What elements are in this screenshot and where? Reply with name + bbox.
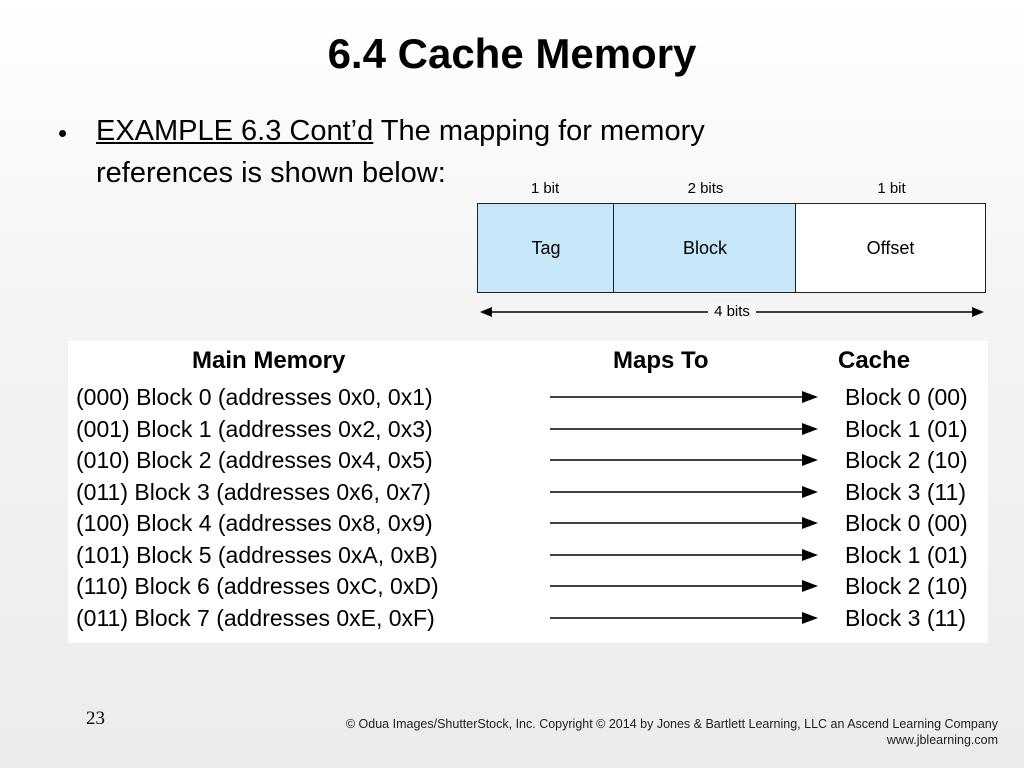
block-field-label: Block xyxy=(682,237,727,258)
tag-field-label: Tag xyxy=(531,237,561,258)
offset-field: Offset xyxy=(795,203,986,293)
mapping-row: (000) Block 0 (addresses 0x0, 0x1) Block … xyxy=(68,381,988,413)
block-bits-label: 2 bits xyxy=(687,180,724,197)
copyright-line: © Odua Images/ShutterStock, Inc. Copyrig… xyxy=(345,717,998,731)
arrow-right-icon xyxy=(550,580,818,592)
bullet-marker: • xyxy=(58,118,68,148)
example-link[interactable]: EXAMPLE 6.3 Cont’d xyxy=(96,115,374,147)
tag-bits-label: 1 bit xyxy=(530,180,560,197)
copyright-notice: © Odua Images/ShutterStock, Inc. Copyrig… xyxy=(346,716,998,748)
header-maps-to: Maps To xyxy=(613,347,709,374)
mapping-row: (101) Block 5 (addresses 0xA, 0xB) Block … xyxy=(68,539,988,571)
memory-block-cell: (011) Block 7 (addresses 0xE, 0xF) xyxy=(76,604,435,631)
mapping-row: (011) Block 7 (addresses 0xE, 0xF) Block … xyxy=(68,602,988,634)
memory-block-cell: (011) Block 3 (addresses 0x6, 0x7) xyxy=(76,478,431,505)
bullet-body: The mapping for memory references is sho… xyxy=(96,115,705,189)
total-bits-span: 4 bits xyxy=(476,302,988,322)
slide-title: 6.4 Cache Memory xyxy=(327,30,697,77)
cache-block-cell: Block 2 (10) xyxy=(845,573,968,599)
mapping-row: (110) Block 6 (addresses 0xC, 0xD) Block … xyxy=(68,570,988,602)
memory-block-cell: (110) Block 6 (addresses 0xC, 0xD) xyxy=(76,573,439,599)
cache-block-cell: Block 3 (11) xyxy=(845,478,967,505)
memory-block-cell: (010) Block 2 (addresses 0x4, 0x5) xyxy=(76,447,433,473)
address-fields-diagram: 1 bit 2 bits 1 bit Tag Block Offset 4 bi… xyxy=(476,180,988,322)
cache-block-cell: Block 0 (00) xyxy=(845,384,968,410)
arrow-right-icon xyxy=(550,611,818,624)
cache-block-cell: Block 1 (01) xyxy=(845,415,968,442)
cache-block-cell: Block 2 (10) xyxy=(845,447,968,473)
cache-block-cell: Block 1 (01) xyxy=(845,541,968,568)
cache-block-cell: Block 0 (00) xyxy=(845,510,968,536)
arrow-right-icon xyxy=(550,391,818,403)
block-field: Block xyxy=(613,203,797,293)
bullet-text: EXAMPLE 6.3 Cont’d The mapping for memor… xyxy=(96,110,836,194)
mapping-row: (011) Block 3 (addresses 0x6, 0x7) Block … xyxy=(68,476,988,508)
mapping-table: Main Memory Maps To Cache (000) Block 0 … xyxy=(68,341,988,643)
memory-block-cell: (101) Block 5 (addresses 0xA, 0xB) xyxy=(76,541,438,568)
header-main-memory: Main Memory xyxy=(192,347,346,374)
memory-block-cell: (001) Block 1 (addresses 0x2, 0x3) xyxy=(76,415,433,442)
memory-block-cell: (000) Block 0 (addresses 0x0, 0x1) xyxy=(76,384,433,410)
offset-bits-label: 1 bit xyxy=(877,180,906,197)
total-bits-label: 4 bits xyxy=(708,303,756,320)
mapping-row: (010) Block 2 (addresses 0x4, 0x5) Block … xyxy=(68,444,988,476)
arrow-right-icon xyxy=(550,422,818,435)
publisher-url: www.jblearning.com xyxy=(886,733,998,747)
arrow-right-icon xyxy=(550,517,818,529)
mapping-row: (001) Block 1 (addresses 0x2, 0x3) Block … xyxy=(68,413,988,445)
arrow-right-icon xyxy=(550,454,818,466)
mapping-row: (100) Block 4 (addresses 0x8, 0x9) Block … xyxy=(68,507,988,539)
slide-number: 23 xyxy=(86,708,105,729)
memory-block-cell: (100) Block 4 (addresses 0x8, 0x9) xyxy=(76,510,433,536)
cache-block-cell: Block 3 (11) xyxy=(845,604,967,631)
arrow-right-icon xyxy=(550,548,818,561)
arrow-right-icon xyxy=(550,485,818,498)
header-cache: Cache xyxy=(838,347,911,374)
tag-field: Tag xyxy=(477,203,615,293)
offset-field-label: Offset xyxy=(866,237,915,258)
